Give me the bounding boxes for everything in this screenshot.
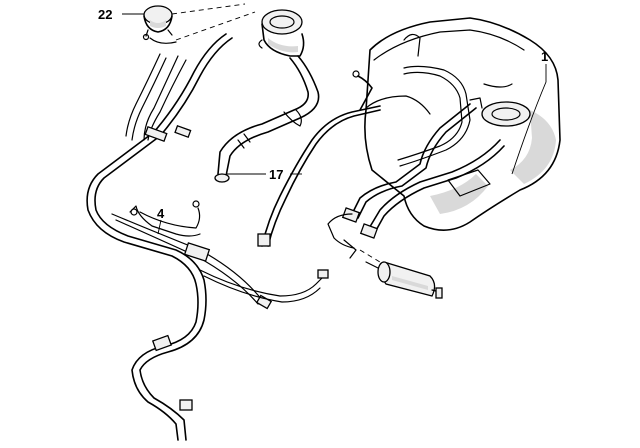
filler-neck-part [214, 9, 320, 183]
callout-leaders [122, 13, 547, 235]
tether-dashed-line [175, 11, 256, 41]
leader-4 [157, 219, 162, 235]
leader-1 [511, 64, 547, 175]
callout-4-label: 4 [157, 206, 165, 221]
fuel-tank-part [327, 17, 561, 259]
callout-22-label: 22 [98, 7, 112, 22]
fuel-line-harness-part [86, 33, 329, 441]
vent-line-part [257, 70, 381, 247]
callout-1-label: 1 [541, 49, 548, 64]
fuel-cap-part [142, 5, 177, 44]
fuel-filter-part [359, 249, 443, 299]
cap-to-neck-dashed-line [171, 3, 246, 15]
callout-17-label: 17 [269, 167, 283, 182]
